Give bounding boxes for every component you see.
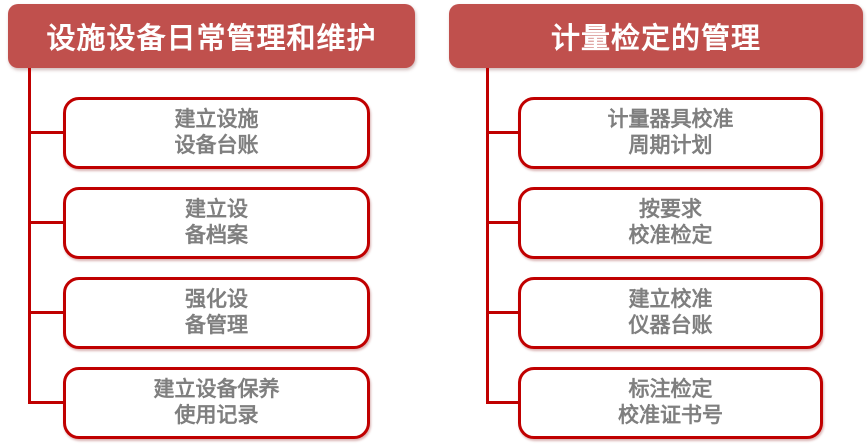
topic-line: 校准证书号 bbox=[618, 404, 723, 427]
branch-title: 计量检定的管理 bbox=[550, 23, 761, 55]
topic-line: 设备台账 bbox=[174, 134, 259, 157]
connector-branch-line bbox=[28, 131, 63, 134]
connector-vertical-line bbox=[28, 68, 31, 404]
topic-line: 备档案 bbox=[185, 224, 248, 247]
topic-line: 使用记录 bbox=[174, 404, 259, 427]
connector-vertical-line bbox=[486, 68, 489, 404]
connector-branch-line bbox=[486, 221, 518, 224]
connector-branch-line bbox=[28, 311, 63, 314]
topic-box-calibration-verification: 按要求 校准检定 bbox=[518, 187, 823, 259]
branch-header-metrology: 计量检定的管理 bbox=[449, 4, 863, 68]
topic-line: 仪器台账 bbox=[628, 314, 713, 337]
topic-line: 备管理 bbox=[185, 314, 248, 337]
topic-box-strengthen-management: 强化设 备管理 bbox=[63, 277, 370, 349]
connector-branch-line bbox=[28, 401, 63, 404]
topic-box-equipment-archive: 建立设 备档案 bbox=[63, 187, 370, 259]
branch-header-facility: 设施设备日常管理和维护 bbox=[8, 4, 415, 68]
topic-line: 校准检定 bbox=[628, 224, 713, 247]
topic-line: 标注检定 bbox=[628, 378, 713, 401]
topic-line: 建立设 bbox=[185, 198, 248, 221]
connector-branch-line bbox=[28, 221, 63, 224]
topic-box-instrument-ledger: 建立校准 仪器台账 bbox=[518, 277, 823, 349]
topic-box-calibration-schedule: 计量器具校准 周期计划 bbox=[518, 97, 823, 169]
topic-line: 强化设 bbox=[185, 288, 248, 311]
branch-title: 设施设备日常管理和维护 bbox=[46, 23, 377, 55]
topic-line: 计量器具校准 bbox=[607, 108, 734, 131]
topic-line: 周期计划 bbox=[628, 134, 713, 157]
topic-line: 建立设备保养 bbox=[153, 378, 280, 401]
connector-branch-line bbox=[486, 311, 518, 314]
topic-line: 建立校准 bbox=[628, 288, 713, 311]
topic-box-maintenance-records: 建立设备保养 使用记录 bbox=[63, 367, 370, 439]
topic-line: 按要求 bbox=[639, 198, 702, 221]
connector-branch-line bbox=[486, 131, 518, 134]
connector-branch-line bbox=[486, 401, 518, 404]
topic-box-equipment-ledger: 建立设施 设备台账 bbox=[63, 97, 370, 169]
topic-line: 建立设施 bbox=[174, 108, 259, 131]
topic-box-certificate-number: 标注检定 校准证书号 bbox=[518, 367, 823, 439]
